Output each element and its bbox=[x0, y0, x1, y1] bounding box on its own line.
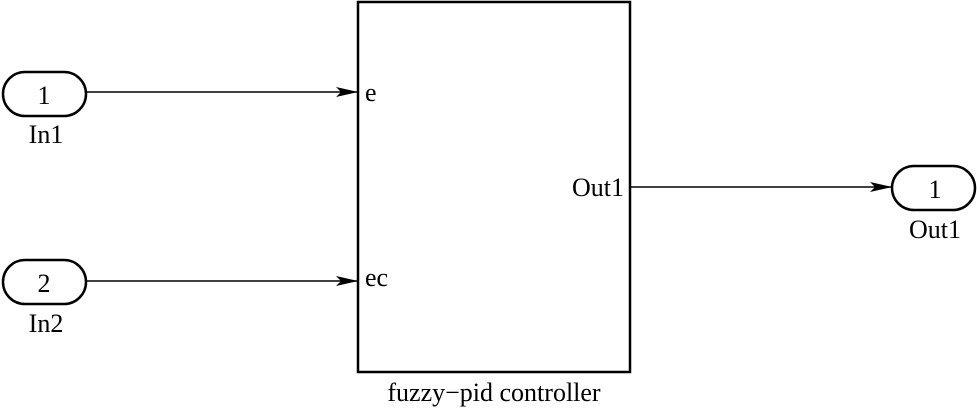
inport-block-in2[interactable]: 2 In2 bbox=[1, 258, 88, 338]
outport-out1-label: Out1 bbox=[909, 215, 961, 244]
inport-in2-number: 2 bbox=[38, 269, 51, 298]
outport-block-out1[interactable]: 1 Out1 bbox=[890, 164, 977, 244]
inport-block-in1[interactable]: 1 In1 bbox=[1, 70, 88, 149]
subsystem-input-port-ec: ec bbox=[365, 263, 388, 292]
inport-in1-shape bbox=[1, 70, 88, 118]
outport-out1-shape bbox=[890, 164, 977, 212]
outport-out1-number: 1 bbox=[929, 175, 942, 204]
inport-in1-label: In1 bbox=[29, 120, 64, 149]
subsystem-output-port-out1: Out1 bbox=[572, 173, 624, 202]
subsystem-input-port-e: e bbox=[365, 78, 377, 107]
subsystem-label: fuzzy−pid controller bbox=[387, 378, 601, 407]
subsystem-block-fuzzy-pid-controller[interactable]: e ec Out1 fuzzy−pid controller bbox=[356, 0, 632, 407]
inport-in2-shape bbox=[1, 258, 88, 306]
inport-in1-number: 1 bbox=[38, 81, 51, 110]
inport-in2-label: In2 bbox=[29, 309, 64, 338]
